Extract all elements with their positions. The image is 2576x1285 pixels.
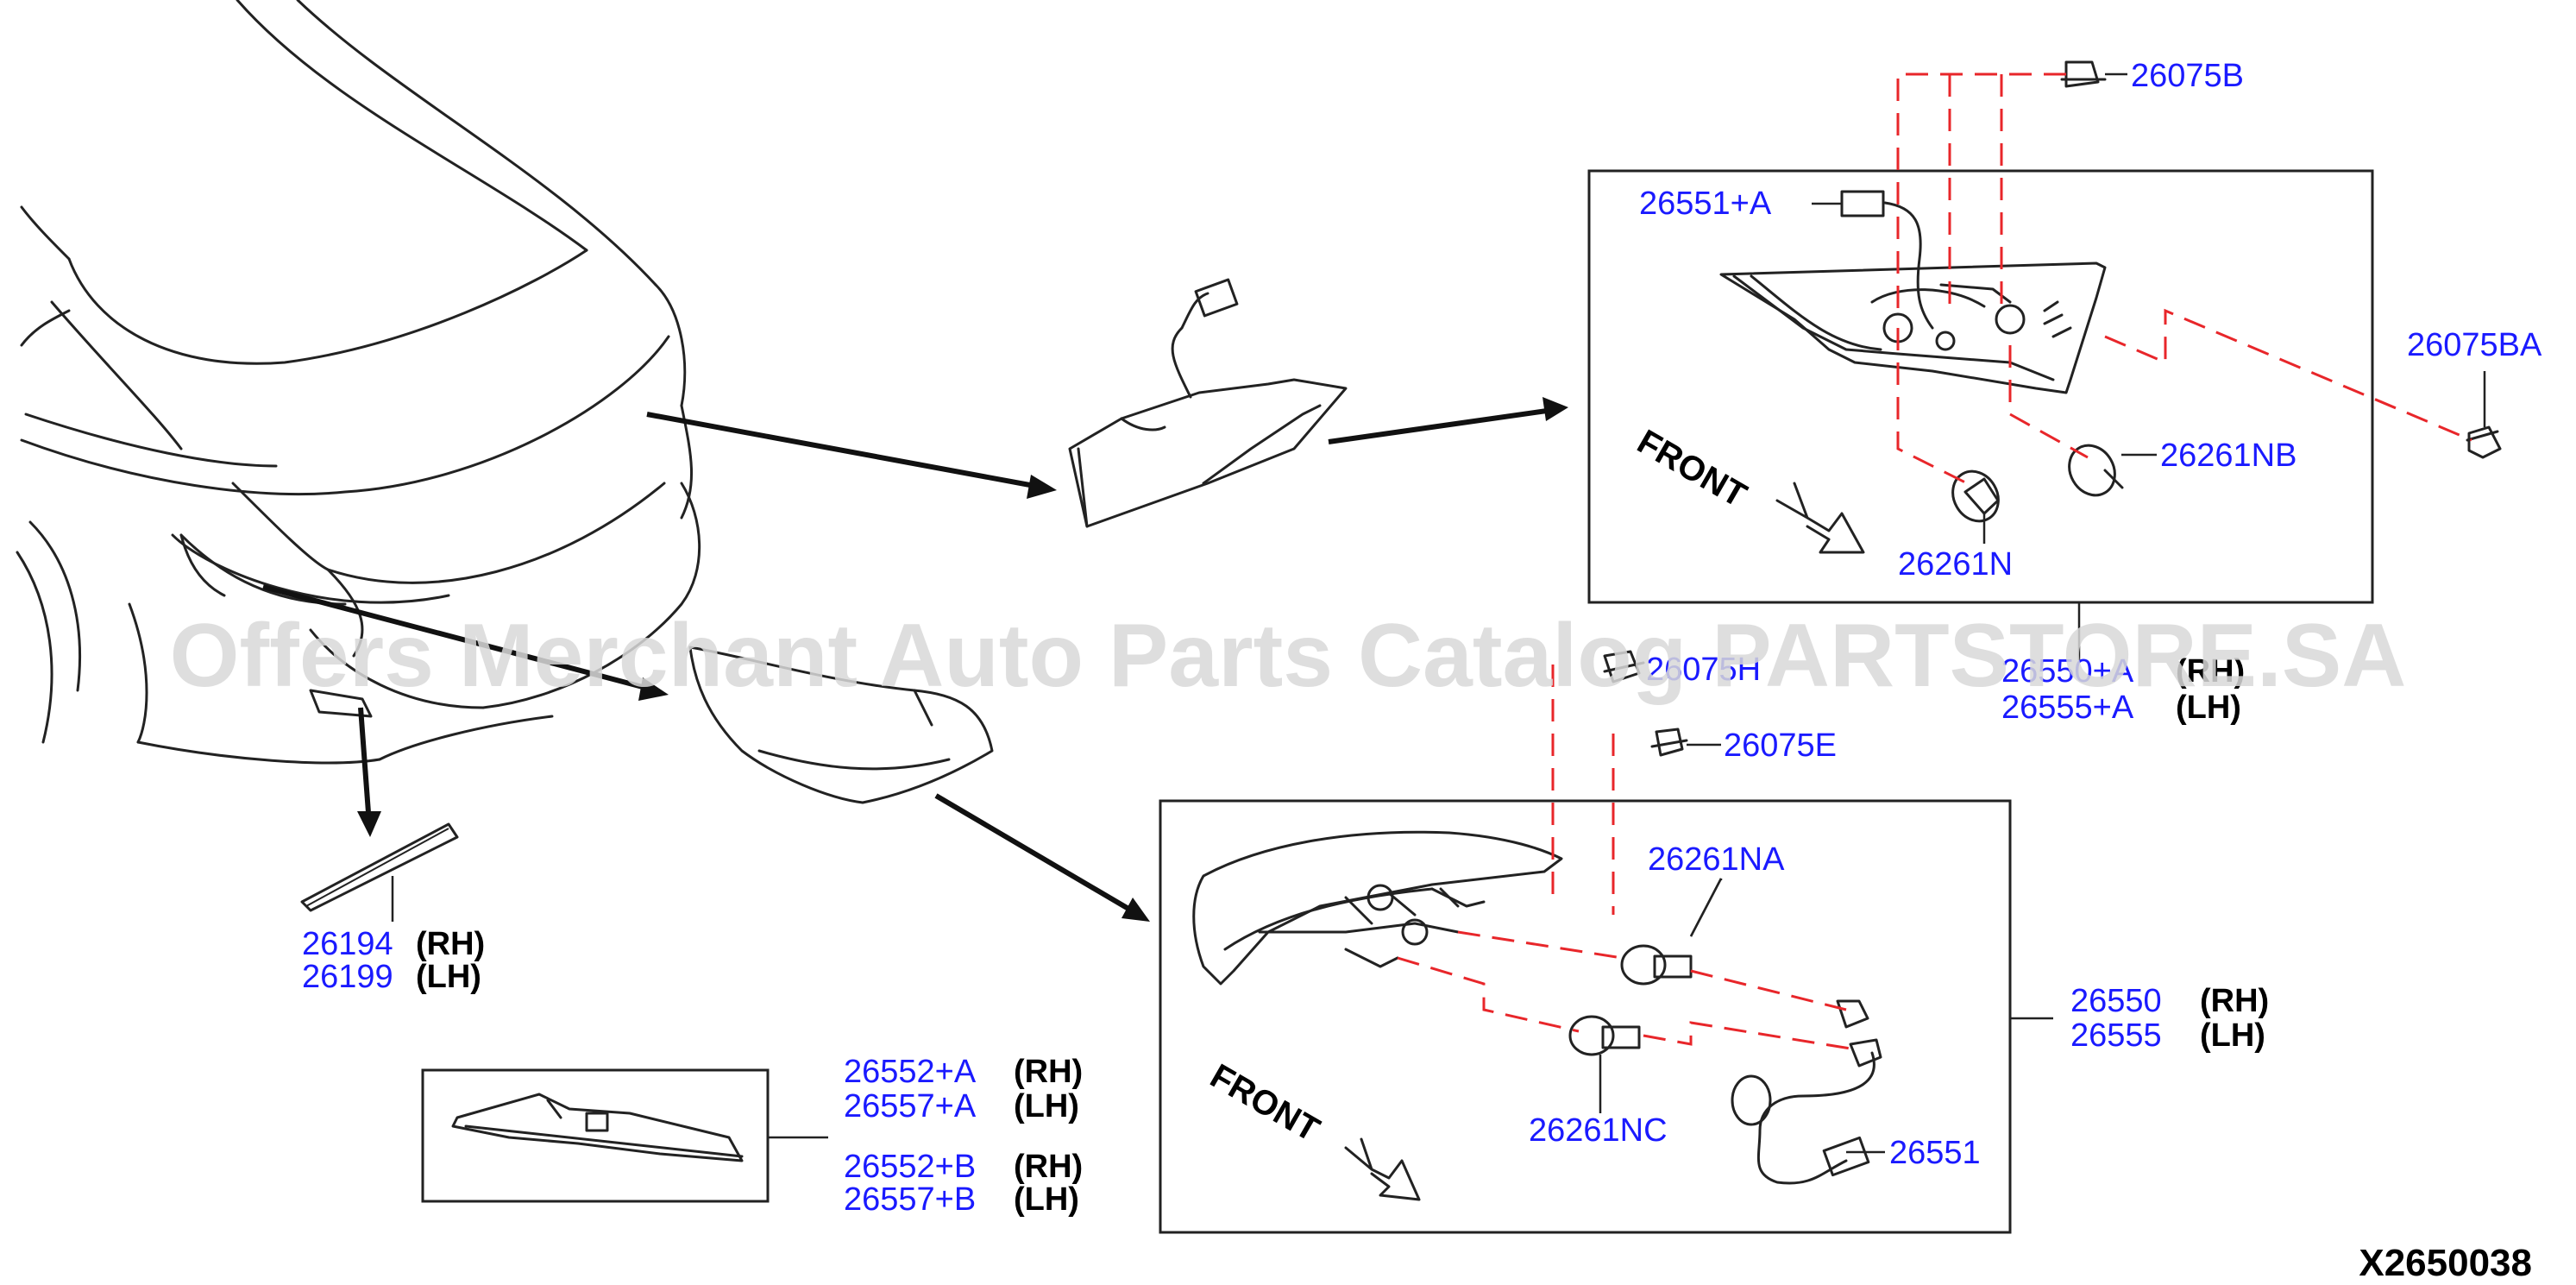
label-26199: 26199 — [302, 959, 393, 995]
clip-26075H-icon — [1603, 650, 1645, 683]
label-26552A: 26552+A — [844, 1054, 977, 1090]
label-26555: 26555 — [2070, 1017, 2162, 1054]
label-26552B-side: (RH) — [1014, 1149, 1083, 1185]
dashed-leaders-bottom — [1397, 665, 1851, 1050]
bulb-26261N — [1951, 469, 2000, 523]
inner-lamp-floating — [1068, 278, 1348, 528]
bulb-26261NA — [1620, 944, 1693, 986]
label-26550: 26550 — [2070, 983, 2162, 1019]
label-26551: 26551 — [1889, 1135, 1981, 1171]
label-26557A: 26557+A — [844, 1088, 977, 1124]
clip-26075BA-icon — [2466, 425, 2502, 459]
label-26552A-side: (RH) — [1014, 1054, 1083, 1090]
front-label-bottom: FRONT — [1204, 1057, 1326, 1150]
label-leaders — [391, 72, 2486, 1154]
inner-lamp-box — [1587, 169, 2374, 604]
bulb-26261NB — [2068, 444, 2124, 497]
garnish-box — [421, 1068, 770, 1203]
label-26261NC: 26261NC — [1529, 1112, 1668, 1149]
dashed-leaders-top — [1896, 72, 2472, 485]
inner-lamp-assembly: FRONT — [1631, 190, 2124, 554]
label-26552B: 26552+B — [844, 1149, 976, 1185]
label-26261NA: 26261NA — [1648, 841, 1785, 878]
label-26557B-side: (LH) — [1014, 1181, 1079, 1218]
outer-lamp-floating — [688, 646, 994, 804]
label-26075B: 26075B — [2131, 58, 2244, 94]
label-26194: 26194 — [302, 926, 393, 962]
front-label-top: FRONT — [1631, 423, 1753, 515]
label-26075E: 26075E — [1724, 728, 1837, 764]
label-26075BA: 26075BA — [2407, 327, 2542, 363]
label-26555-side: (LH) — [2200, 1017, 2265, 1054]
label-26550-side: (RH) — [2200, 983, 2269, 1019]
label-26557B: 26557+B — [844, 1181, 976, 1218]
clip-26075B-icon — [2060, 60, 2107, 88]
label-26550A-side: (RH) — [2176, 653, 2245, 690]
label-26261NB: 26261NB — [2160, 438, 2296, 474]
car-rear-outline — [16, 0, 701, 765]
bulb-26261NC — [1568, 1015, 1641, 1056]
label-26555A: 26555+A — [2001, 690, 2134, 726]
outer-lamp-box — [1159, 799, 2012, 1234]
label-26199-side: (LH) — [416, 959, 481, 995]
label-26555A-side: (LH) — [2176, 690, 2241, 726]
label-26551A: 26551+A — [1639, 186, 1772, 222]
label-26194-side: (RH) — [416, 926, 485, 962]
label-26557A-side: (LH) — [1014, 1088, 1079, 1124]
harness-26551 — [1731, 999, 1882, 1185]
garnish-bracket — [451, 1093, 744, 1162]
clip-26075E-icon — [1650, 728, 1688, 757]
diagram-code: X2650038 — [2359, 1242, 2532, 1281]
reflector-floating — [300, 822, 459, 912]
label-26075H: 26075H — [1646, 652, 1761, 688]
watermark-text: Offers Merchant Auto Parts Catalog PARTS… — [170, 606, 2407, 706]
label-26261N: 26261N — [1898, 546, 2013, 583]
pointer-arrows — [262, 397, 1568, 922]
label-26550A: 26550+A — [2001, 653, 2134, 690]
